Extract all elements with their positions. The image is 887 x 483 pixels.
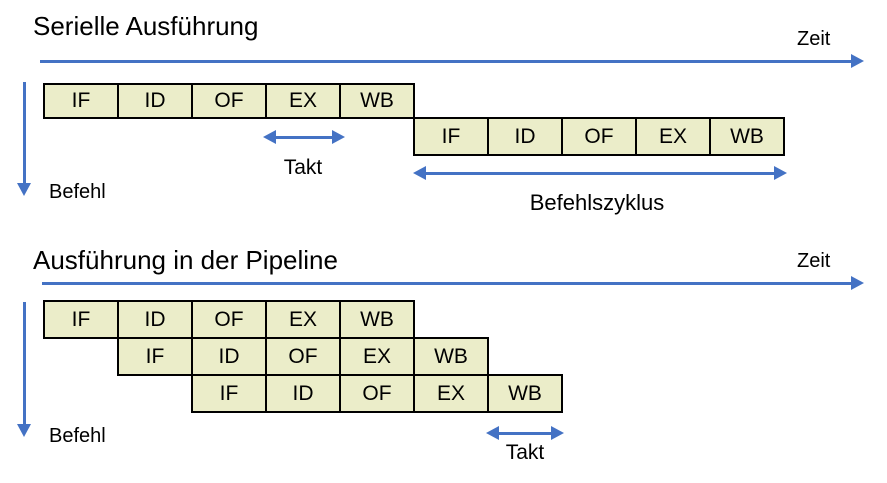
befehlszyklus-label: Befehlszyklus (529, 190, 665, 215)
pipeline-instruction-axis-arrowhead-icon (17, 424, 31, 437)
stage-cell-if: IF (43, 83, 119, 119)
stage-cell-wb: WB (487, 374, 563, 413)
stage-cell-of: OF (191, 83, 267, 119)
stage-cell-id: ID (117, 83, 193, 119)
stage-cell-wb: WB (339, 83, 415, 119)
stage-cell-if: IF (43, 300, 119, 339)
serial-instruction-row-2: IF ID OF EX WB (413, 117, 785, 156)
pipeline-takt-arrowhead-left-icon (486, 426, 499, 440)
serial-time-axis-label: Zeit (797, 28, 831, 50)
stage-cell-of: OF (339, 374, 415, 413)
serial-time-axis-arrowhead-icon (851, 54, 864, 68)
stage-cell-of: OF (265, 337, 341, 376)
serial-takt-label: Takt (283, 156, 323, 179)
stage-cell-id: ID (265, 374, 341, 413)
stage-cell-ex: EX (635, 117, 711, 156)
serial-time-axis-line (40, 60, 852, 63)
serial-instruction-axis-line (23, 82, 26, 183)
pipeline-takt-label: Takt (505, 441, 545, 464)
pipeline-time-axis-line (42, 282, 852, 285)
serial-instruction-axis-label: Befehl (49, 181, 106, 203)
stage-cell-wb: WB (709, 117, 785, 156)
stage-cell-id: ID (117, 300, 193, 339)
befehlszyklus-arrowhead-right-icon (774, 166, 787, 180)
pipeline-instruction-axis-line (23, 302, 26, 424)
serial-takt-arrowhead-right-icon (332, 130, 345, 144)
befehlszyklus-arrow-line (425, 172, 775, 175)
pipeline-takt-arrow-line (498, 432, 552, 435)
pipeline-time-axis-arrowhead-icon (851, 276, 864, 290)
stage-cell-ex: EX (265, 83, 341, 119)
pipeline-takt-arrowhead-right-icon (551, 426, 564, 440)
stage-cell-ex: EX (413, 374, 489, 413)
stage-cell-wb: WB (339, 300, 415, 339)
stage-cell-id: ID (191, 337, 267, 376)
stage-cell-if: IF (413, 117, 489, 156)
befehlszyklus-arrowhead-left-icon (413, 166, 426, 180)
pipeline-instruction-row-1: IF ID OF EX WB (43, 300, 415, 339)
stage-cell-of: OF (191, 300, 267, 339)
serial-takt-arrowhead-left-icon (263, 130, 276, 144)
serial-section-title: Serielle Ausführung (33, 11, 259, 41)
pipeline-instruction-row-3: IF ID OF EX WB (191, 374, 563, 413)
serial-instruction-axis-arrowhead-icon (17, 183, 31, 196)
serial-instruction-row-1: IF ID OF EX WB (43, 83, 415, 119)
stage-cell-id: ID (487, 117, 563, 156)
pipeline-section-title: Ausführung in der Pipeline (33, 245, 338, 275)
stage-cell-ex: EX (265, 300, 341, 339)
stage-cell-if: IF (117, 337, 193, 376)
stage-cell-if: IF (191, 374, 267, 413)
pipeline-instruction-axis-label: Befehl (49, 425, 106, 447)
serial-takt-arrow-line (275, 136, 333, 139)
pipeline-instruction-row-2: IF ID OF EX WB (117, 337, 489, 376)
stage-cell-of: OF (561, 117, 637, 156)
pipeline-time-axis-label: Zeit (797, 250, 831, 272)
stage-cell-wb: WB (413, 337, 489, 376)
stage-cell-ex: EX (339, 337, 415, 376)
